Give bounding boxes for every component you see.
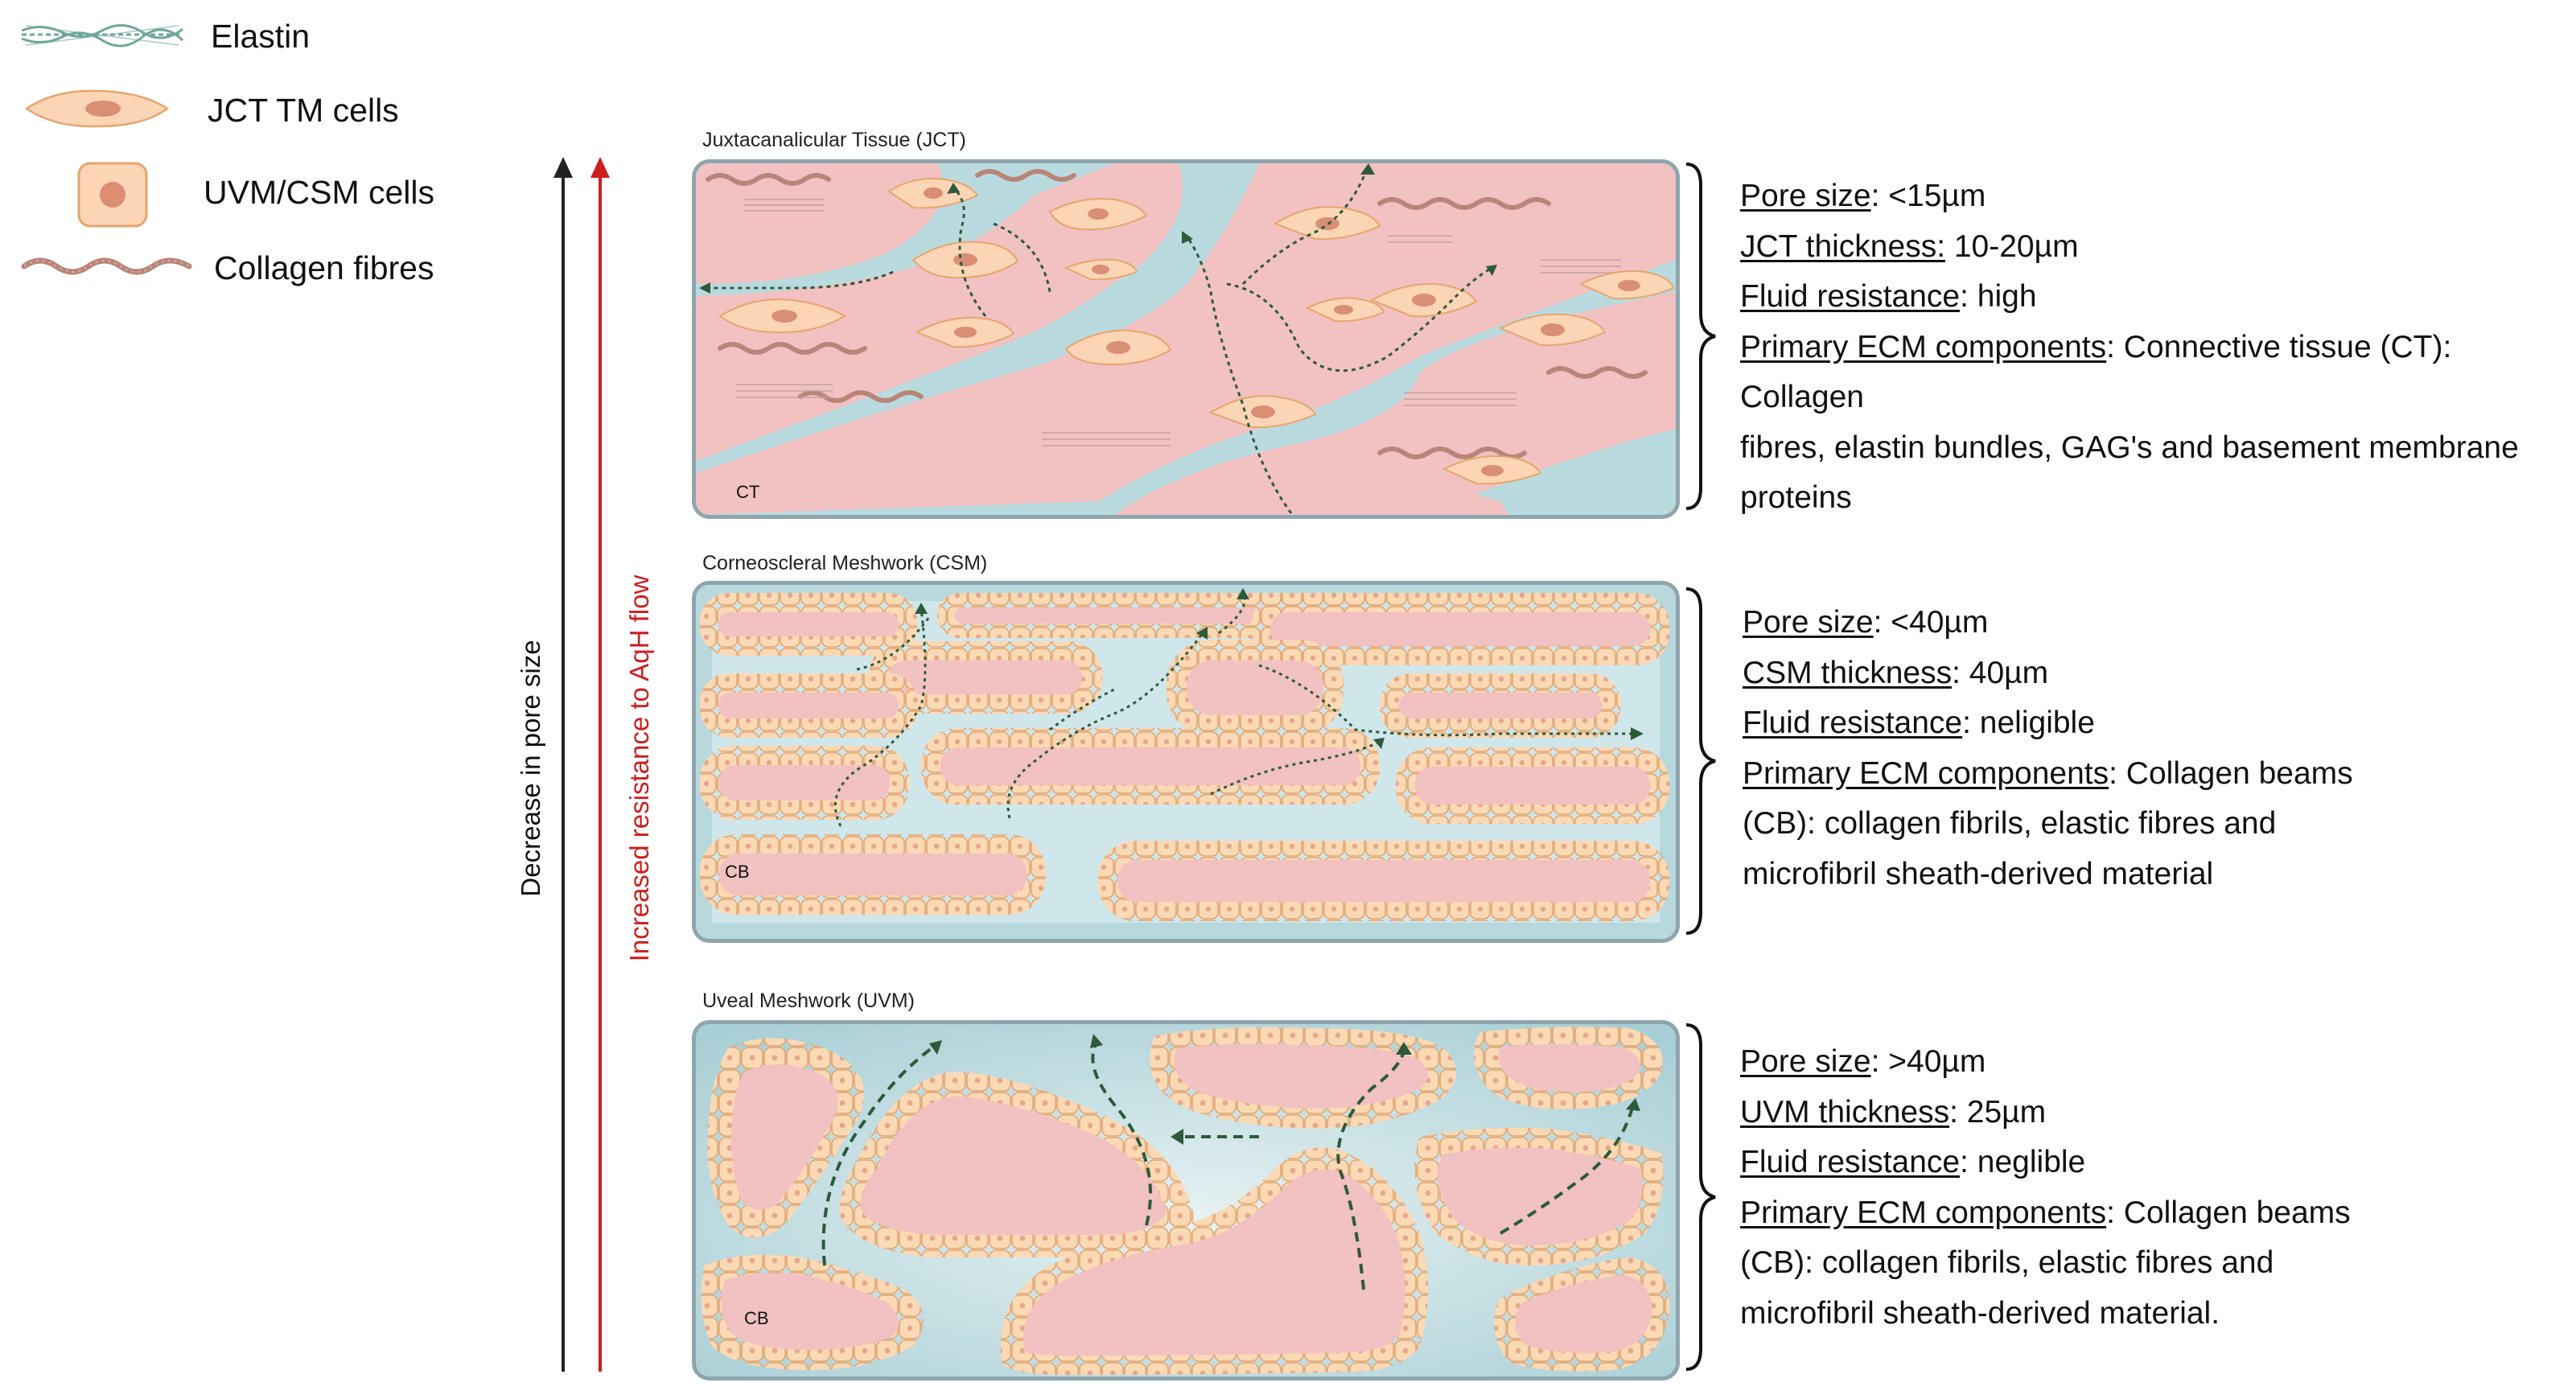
resistance-arrowhead [591,157,610,178]
jct-thickness-row: JCT thickness: 10-20µm [1740,228,2079,264]
uvm-fluid-resistance-row: Fluid resistance: neglible [1740,1145,2086,1179]
csm-panel-title: Corneoscleral Meshwork (CSM) [702,552,988,574]
jct-pore-size-row: Pore size: <15µm [1740,179,1986,213]
csm-collagen-beams [700,593,1669,921]
jct-cell-icon [24,89,170,128]
csm-panel: CB [692,581,1680,943]
uvm-description: Pore size: >40µm UVM thickness: 25µm Flu… [1740,1037,2351,1339]
uvm-thickness-row: UVM thickness: 25µm [1740,1094,2047,1130]
jct-fluid-resistance-row: Fluid resistance: high [1740,279,2037,314]
uvm-ecm-continuation-2: microfibril sheath-derived material. [1740,1295,2220,1331]
jct-panel: CT [692,159,1680,519]
csm-pore-size-row: Pore size: <40µm [1743,605,1989,640]
jct-tissue-illustration [696,163,1676,515]
collagen-fibre-icon [21,257,192,275]
jct-brace [1685,163,1716,510]
uvm-csm-cell-icon [77,162,148,228]
pore-size-arrowhead [553,157,573,178]
legend-label-uvm-csm-cells: UVM/CSM cells [204,174,435,211]
csm-ecm-continuation-1: (CB): collagen fibrils, elastic fibres a… [1743,806,2277,841]
csm-thickness-row: CSM thickness: 40µm [1743,655,2049,690]
csm-tag-cb: CB [725,862,750,882]
csm-ecm-continuation-2: microfibril sheath-derived material [1743,856,2214,891]
jct-ecm-row: Primary ECM components: Connective tissu… [1740,329,2452,415]
csm-tissue-illustration [696,585,1676,939]
resistance-axis-label: Increased resistance to AqH flow [624,574,654,962]
uvm-ecm-row: Primary ECM components: Collagen beams [1740,1195,2351,1230]
jct-ecm-continuation-1: fibres, elastin bundles, GAG's and basem… [1740,430,2519,465]
jct-description: Pore size: <15µm JCT thickness: 10-20µm … [1740,171,2576,524]
csm-description: Pore size: <40µm CSM thickness: 40µm Flu… [1743,598,2353,899]
jct-ecm-continuation-2: proteins [1740,480,1852,515]
uvm-brace [1685,1023,1716,1371]
uvm-tissue-illustration [696,1024,1676,1376]
uvm-collagen-beams [701,1027,1670,1375]
elastin-icon [21,24,184,47]
uvm-tag-cb: CB [744,1308,769,1328]
jct-panel-title: Juxtacanalicular Tissue (JCT) [702,129,966,151]
csm-ecm-row: Primary ECM components: Collagen beams [1743,755,2353,791]
uvm-panel-title: Uveal Meshwork (UVM) [702,990,915,1012]
csm-fluid-resistance-row: Fluid resistance: neligible [1743,706,2095,740]
uvm-ecm-continuation-1: (CB): collagen fibrils, elastic fibres a… [1740,1245,2274,1280]
vertical-arrows [553,157,610,1372]
uvm-pore-size-row: Pore size: >40µm [1740,1044,1986,1079]
legend-label-elastin: Elastin [211,18,311,55]
jct-tag-ct: CT [736,482,760,502]
legend-label-jct-cells: JCT TM cells [208,92,399,129]
pore-size-axis-label: Decrease in pore size [516,640,545,897]
csm-brace [1685,587,1716,935]
legend-label-collagen-fibres: Collagen fibres [214,249,434,286]
uvm-panel: CB [692,1020,1680,1381]
